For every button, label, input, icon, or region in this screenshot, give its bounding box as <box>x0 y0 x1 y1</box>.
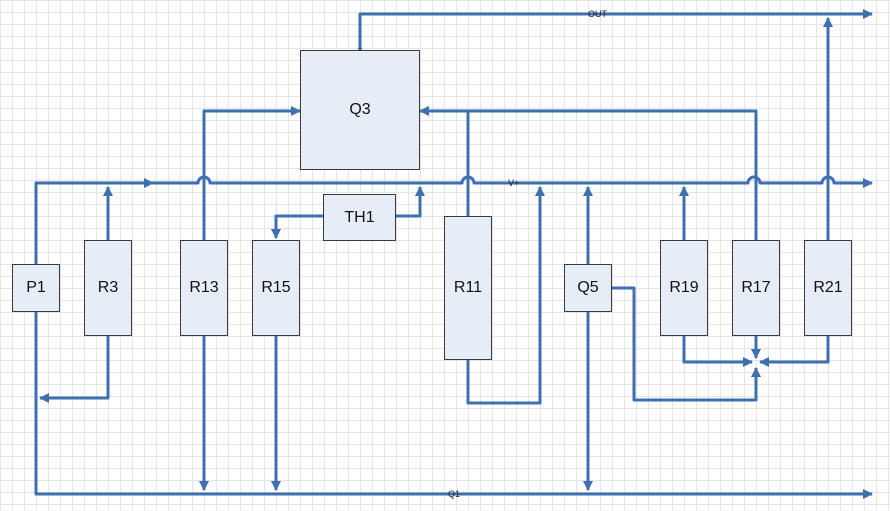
wire-q1-rail <box>34 312 873 499</box>
component-r19-label: R19 <box>669 279 699 296</box>
wire-out-rail <box>358 9 873 50</box>
component-r15[interactable]: R15 <box>252 240 300 336</box>
wire-r17-q3 <box>420 109 758 240</box>
wire-th1-r15 <box>271 214 323 239</box>
component-q5-label: Q5 <box>577 279 599 296</box>
component-r17[interactable]: R17 <box>732 240 780 336</box>
net-label-vplus: V+ <box>508 178 520 188</box>
wire-q5-node <box>610 286 761 402</box>
component-r11[interactable]: R11 <box>444 216 492 360</box>
component-r3[interactable]: R3 <box>84 240 132 336</box>
wire-r19-node <box>682 336 753 367</box>
wire-r21-node <box>759 336 830 367</box>
component-r3-label: R3 <box>97 279 119 296</box>
net-label-q1: Q1 <box>448 489 461 499</box>
component-q5[interactable]: Q5 <box>564 264 612 312</box>
component-r13-label: R13 <box>189 279 219 296</box>
component-r17-label: R17 <box>741 279 771 296</box>
component-p1[interactable]: P1 <box>12 264 60 312</box>
component-q3[interactable]: Q3 <box>300 50 420 170</box>
wire-r11-vplus <box>466 186 545 405</box>
wire-vplus-right <box>153 175 873 188</box>
component-r21[interactable]: R21 <box>804 240 852 336</box>
wire-th1-vplus <box>396 186 425 218</box>
component-p1-label: P1 <box>26 279 46 296</box>
component-r13[interactable]: R13 <box>180 240 228 336</box>
component-r11-label: R11 <box>453 279 483 296</box>
component-th1-label: TH1 <box>344 208 375 226</box>
component-r15-label: R15 <box>261 279 291 296</box>
component-r19[interactable]: R19 <box>660 240 708 336</box>
component-q3-label: Q3 <box>349 101 371 118</box>
wire-r13-q3 <box>202 106 301 240</box>
component-th1[interactable]: TH1 <box>323 194 396 241</box>
wire-r11-q3 <box>419 106 470 216</box>
component-r21-label: R21 <box>813 279 843 296</box>
wire-r3-p1 <box>39 336 110 403</box>
net-label-out: OUT <box>588 9 607 19</box>
wire-vplus-left <box>34 178 154 266</box>
